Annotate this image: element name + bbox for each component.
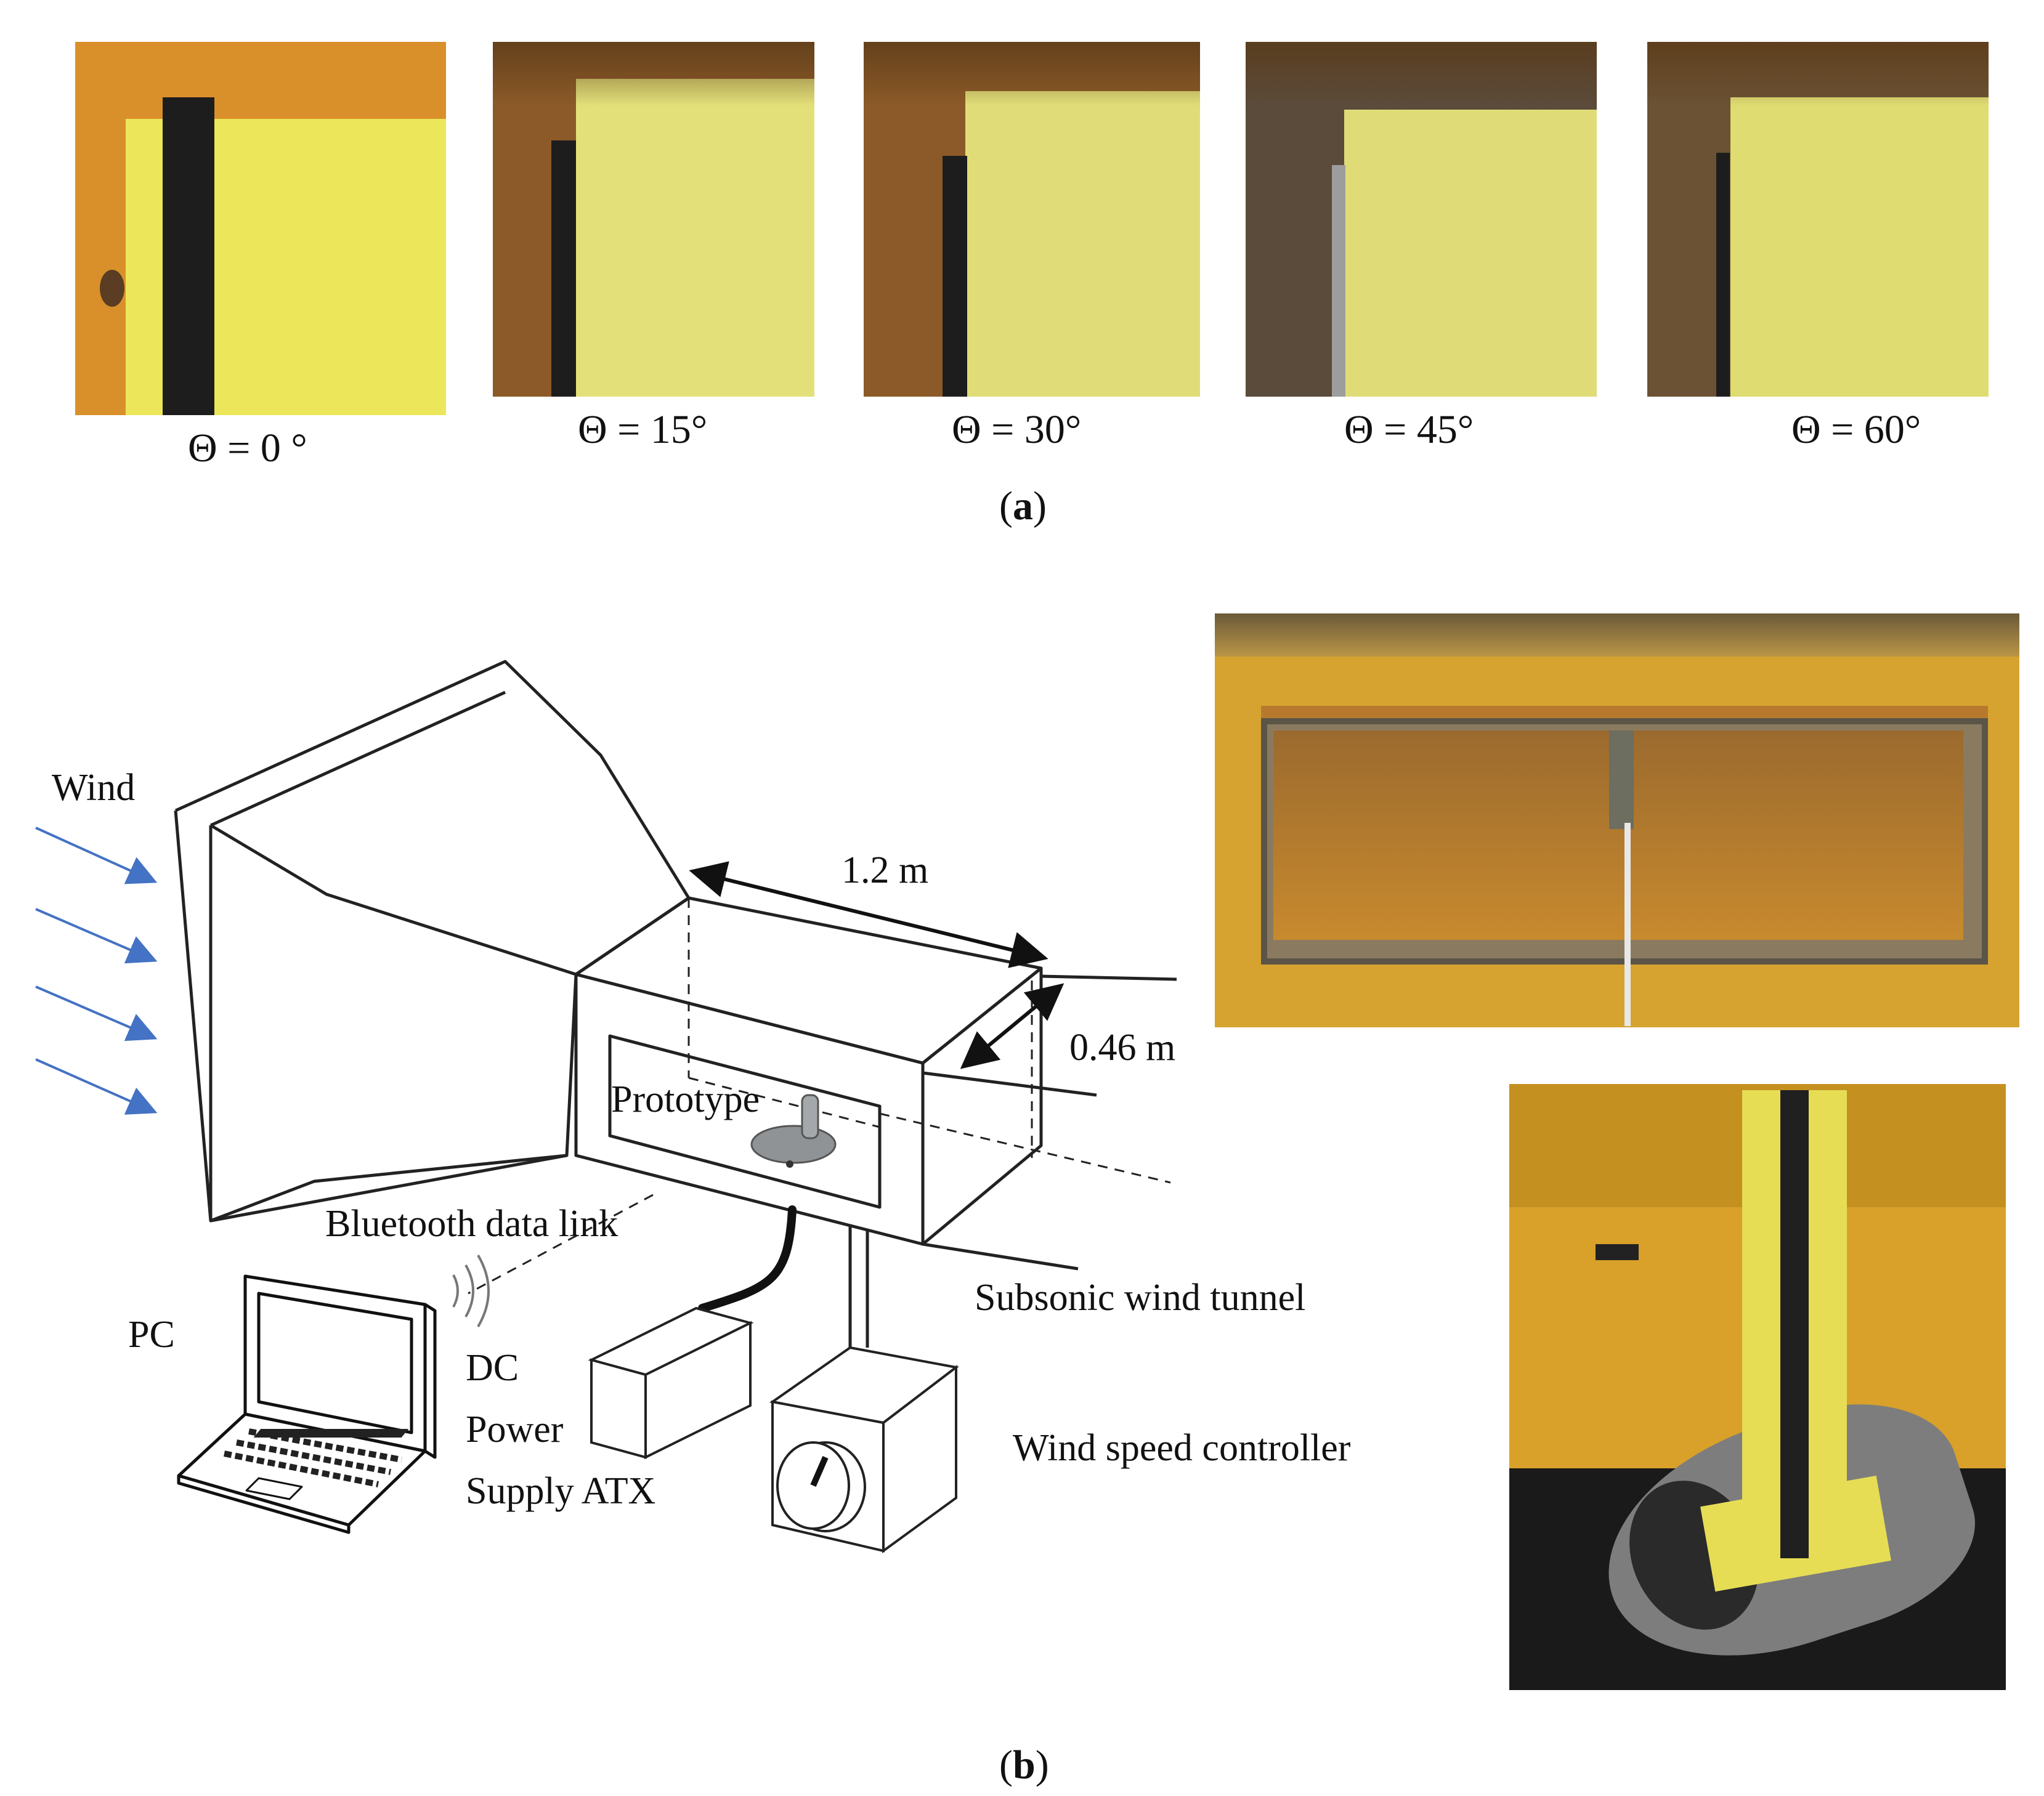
dc-label: DC <box>466 1347 519 1389</box>
bluetooth-waves-icon <box>452 1254 490 1328</box>
test-section <box>574 896 1043 1246</box>
length-dimension-label: 1.2 m <box>842 849 929 891</box>
photo-theta-0 <box>75 42 446 415</box>
dimension-arrows <box>689 861 1065 1069</box>
prototype-model-icon <box>750 1094 837 1168</box>
prototype-photo <box>1509 1084 2006 1690</box>
wind-speed-controller-box <box>769 1346 959 1553</box>
wind-tunnel-photo <box>1215 613 2019 1027</box>
bluetooth-label: Bluetooth data link <box>325 1203 618 1245</box>
pc-label: PC <box>128 1314 175 1356</box>
supply-label: Supply ATX <box>466 1470 656 1512</box>
laptop-keyboard <box>253 1429 409 1438</box>
controller-dial-needle <box>810 1456 829 1487</box>
photo-theta-30 <box>864 42 1200 397</box>
power-cable <box>698 1205 797 1313</box>
power-label: Power <box>466 1409 564 1450</box>
laptop-icon <box>177 1274 437 1534</box>
angle-label-30: Θ = 30° <box>952 407 1082 452</box>
hidden-edges <box>468 898 1171 1295</box>
photo-theta-60 <box>1647 42 1989 397</box>
angle-label-45: Θ = 45° <box>1344 407 1474 452</box>
caption-b: (b) <box>999 1742 1049 1787</box>
angle-label-15: Θ = 15° <box>578 407 708 452</box>
width-dimension-label: 0.46 m <box>1069 1027 1176 1069</box>
wind-label: Wind <box>52 767 136 809</box>
laptop-keys <box>224 1428 402 1487</box>
photo-theta-45 <box>1246 42 1597 397</box>
dc-power-supply-box <box>588 1306 754 1460</box>
wind-arrows <box>35 827 158 1115</box>
subsonic-tunnel-label: Subsonic wind tunnel <box>975 1277 1306 1319</box>
wind-tunnel-schematic <box>35 660 1177 1553</box>
wind-speed-controller-label: Wind speed controller <box>1013 1427 1351 1469</box>
caption-a: (a) <box>999 483 1047 528</box>
angle-label-60: Θ = 60° <box>1791 407 1921 452</box>
angle-label-0: Θ = 0 ° <box>188 426 307 471</box>
photo-theta-15 <box>493 42 814 397</box>
prototype-label: Prototype <box>611 1078 760 1120</box>
